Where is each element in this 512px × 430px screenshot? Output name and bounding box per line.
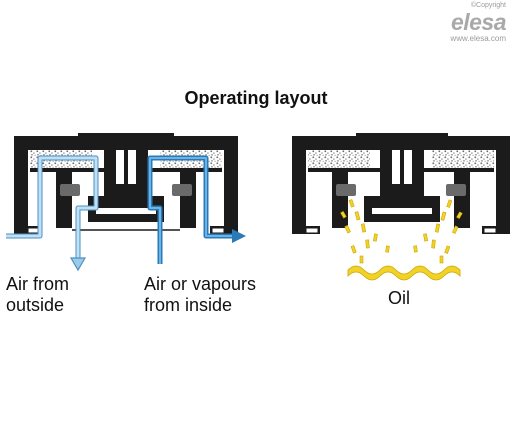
label-air-inside-line1: Air or vapours bbox=[144, 274, 257, 294]
seal-right bbox=[172, 184, 192, 196]
oil-wave bbox=[347, 265, 461, 281]
right-cross-section bbox=[292, 133, 510, 281]
label-air-from-inside: Air or vapours from inside bbox=[144, 274, 256, 316]
website-url: www.elesa.com bbox=[450, 34, 506, 43]
label-oil: Oil bbox=[388, 288, 410, 308]
label-air-outside-line1: Air from bbox=[6, 274, 69, 294]
copyright-text: ©Copyright bbox=[470, 2, 506, 9]
elesa-logo: elesa bbox=[450, 9, 507, 35]
label-air-from-outside: Air from outside bbox=[6, 274, 69, 316]
oil-splashes bbox=[340, 199, 463, 264]
brand-watermark: ©Copyright elesa www.elesa.com bbox=[450, 2, 506, 44]
seal-left bbox=[60, 184, 80, 196]
diagram-title: Operating layout bbox=[184, 88, 328, 108]
label-air-inside-line2: from inside bbox=[144, 295, 233, 315]
filter-left-2 bbox=[308, 150, 370, 168]
left-cross-section bbox=[6, 133, 246, 272]
filter-right-2 bbox=[432, 150, 494, 168]
label-air-outside-line2: outside bbox=[6, 295, 65, 315]
